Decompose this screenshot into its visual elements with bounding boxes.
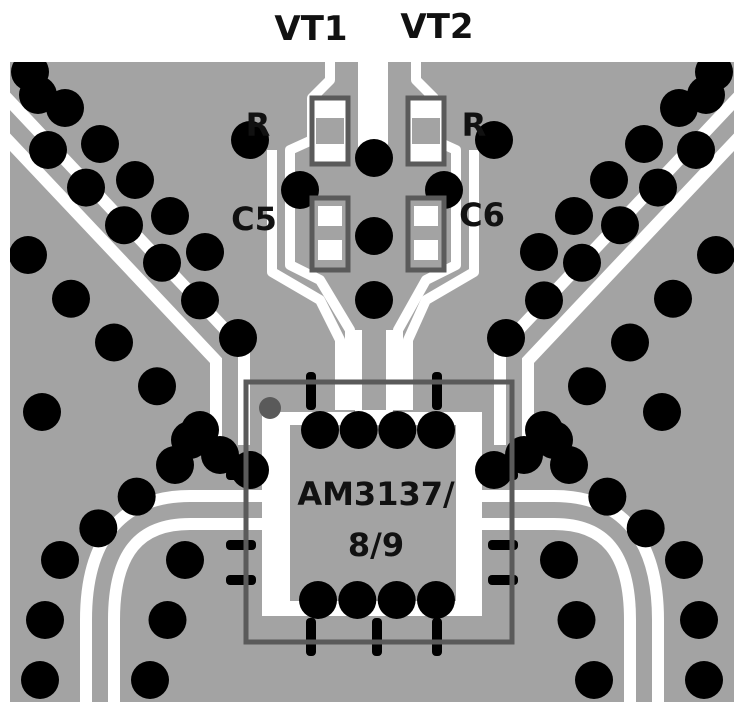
via [601, 206, 639, 245]
label-vt1: VT1 [274, 9, 347, 49]
via [611, 323, 649, 362]
rf-trace-bottom-left [80, 490, 262, 702]
via [29, 131, 67, 169]
via [10, 236, 47, 274]
chip-outline [243, 379, 515, 645]
via [639, 168, 677, 207]
resistor-r-right [405, 95, 447, 167]
via [475, 121, 513, 159]
label-c5: C5 [231, 200, 277, 238]
via [355, 217, 393, 255]
via [151, 197, 189, 235]
via [181, 281, 219, 320]
pin1-marker [259, 397, 281, 419]
via [95, 323, 133, 362]
via [377, 581, 416, 619]
via [219, 319, 257, 357]
via [19, 76, 57, 114]
via [687, 76, 725, 114]
label-c6: C6 [459, 196, 505, 234]
via [231, 121, 269, 159]
via [52, 279, 90, 318]
via [525, 281, 563, 320]
via [67, 168, 105, 207]
via [697, 236, 734, 274]
capacitor-c5 [309, 195, 351, 273]
via [166, 541, 204, 579]
via [143, 243, 181, 282]
via [138, 367, 176, 406]
label-vt2: VT2 [400, 7, 473, 47]
via [21, 661, 59, 699]
via [338, 581, 377, 619]
via [677, 131, 715, 169]
via [26, 601, 64, 639]
capacitor-c6 [405, 195, 447, 273]
via [41, 541, 79, 579]
via [355, 139, 393, 177]
via [643, 393, 681, 431]
via [117, 477, 156, 516]
via [131, 661, 169, 699]
via [540, 541, 578, 579]
via [378, 411, 417, 449]
via [563, 243, 601, 282]
via [680, 601, 718, 639]
via [625, 125, 663, 163]
via [231, 451, 269, 489]
via [487, 319, 525, 357]
exposed-pad [290, 425, 456, 601]
via [590, 161, 628, 199]
via [23, 393, 61, 431]
via [626, 509, 665, 548]
rf-trace-bottom-right [482, 490, 664, 702]
via [475, 451, 513, 489]
via [575, 661, 613, 699]
chip-part-number-line2: 8/9 [348, 526, 404, 564]
via [105, 206, 143, 245]
via [299, 581, 337, 619]
via [588, 477, 627, 516]
via [568, 367, 606, 406]
label-r-right: R [462, 106, 487, 144]
via [148, 601, 187, 639]
via [550, 446, 588, 484]
via [520, 233, 558, 271]
via [79, 509, 118, 548]
via [417, 581, 455, 619]
via [186, 233, 224, 271]
via [355, 281, 393, 319]
via [665, 541, 703, 579]
via [555, 197, 593, 235]
resistor-r-left [309, 95, 351, 167]
via [339, 411, 378, 449]
via-array [10, 62, 734, 699]
via [156, 446, 194, 484]
via [81, 125, 119, 163]
label-r-left: R [246, 106, 271, 144]
via [557, 601, 596, 639]
via [201, 436, 239, 474]
via [116, 161, 154, 199]
via [654, 279, 692, 318]
via [301, 411, 339, 449]
via [417, 411, 455, 449]
chip-part-number-line1: AM3137/ [297, 475, 455, 513]
via [685, 661, 723, 699]
